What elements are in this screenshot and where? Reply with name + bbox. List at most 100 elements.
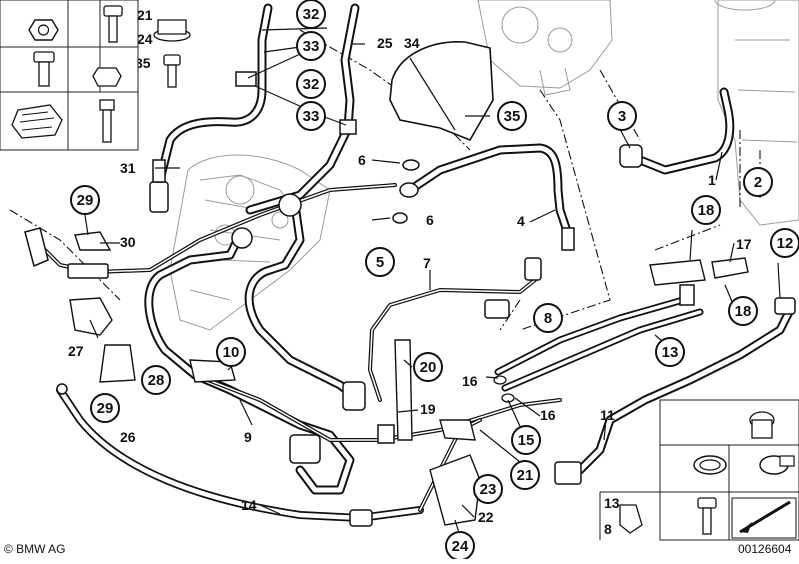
callout-23: 23 [473,474,503,504]
callout-3: 3 [607,101,637,131]
callout-29: 29 [70,185,100,215]
callout-35: 35 [497,101,527,131]
part-label-6: 6 [426,212,434,228]
callout-number: 29 [97,400,114,417]
callout-circle [691,195,721,225]
part-label-22: 22 [478,509,494,525]
clip-13-icon [619,504,643,534]
callout-number: 23 [480,481,497,498]
callout-circle [497,101,527,131]
callout-21: 21 [510,460,540,490]
hose-lines [28,3,795,522]
grid-label-35: 35 [135,55,151,71]
callout-18: 18 [691,195,721,225]
callout-29: 29 [90,393,120,423]
callout-number: 32 [303,76,320,93]
callout-circle [70,185,100,215]
callout-18: 18 [728,296,758,326]
callout-number: 32 [303,6,320,23]
callout-32: 32 [296,69,326,99]
part-label-30: 30 [120,234,136,250]
part-label-6: 6 [358,152,366,168]
callout-circle [296,101,326,131]
bolt-35-icon [163,54,181,88]
grid-label-8: 8 [604,521,612,537]
callout-number: 5 [376,254,384,271]
callout-2: 2 [743,167,773,197]
callout-33: 33 [296,31,326,61]
part-label-4: 4 [517,213,525,229]
hose-clamp-2-icon [759,455,795,475]
part-label-27: 27 [68,343,84,359]
part-label-31: 31 [120,160,136,176]
nut-29-icon [92,67,122,87]
grid-label-24: 24 [137,31,153,47]
nut-18-icon [28,19,59,41]
callout-circle [728,296,758,326]
callout-5: 5 [365,247,395,277]
callout-number: 13 [662,344,679,361]
callout-12: 12 [770,228,799,258]
part-label-16: 16 [540,407,556,423]
callout-circle [141,365,171,395]
callout-circle [296,0,326,29]
parts-grid-left [0,0,191,151]
callout-8: 8 [533,303,563,333]
callout-number: 18 [698,202,715,219]
reference-arrow-icon [731,497,797,539]
plug-15-icon [749,411,775,439]
callout-number: 8 [544,310,552,327]
part-label-14: 14 [241,497,257,513]
reservoir-sketch [714,0,799,226]
callout-circle [90,393,120,423]
callout-circle [296,69,326,99]
sleeve-32-icon [99,99,115,143]
brand-footer: © BMW AG [4,542,66,556]
part-label-25: 25 [377,35,393,51]
callout-20: 20 [413,352,443,382]
grid-label-21: 21 [137,7,153,23]
callout-circle [510,460,540,490]
callout-number: 24 [452,538,469,555]
callout-circle [473,474,503,504]
grid-label-13: 13 [604,495,620,511]
callout-13: 13 [655,337,685,367]
callout-number: 29 [77,192,94,209]
part-label-26: 26 [120,429,136,445]
callout-number: 21 [517,467,534,484]
callout-number: 33 [303,38,320,55]
callout-number: 2 [754,174,762,191]
callout-24: 24 [445,531,475,561]
callout-number: 12 [777,235,794,252]
parts-grid-right [599,399,799,541]
callout-33: 33 [296,101,326,131]
callout-circle [655,337,685,367]
callout-circle [743,167,773,197]
callout-10: 10 [216,337,246,367]
callout-circle [770,228,799,258]
callout-32: 32 [296,0,326,29]
part-label-34: 34 [404,35,420,51]
callout-15: 15 [511,425,541,455]
callout-number: 3 [618,108,626,125]
power-steering-pump-sketch [477,0,613,96]
callout-number: 15 [518,432,535,449]
part-label-7: 7 [423,255,431,271]
callout-circle [413,352,443,382]
callout-circle [607,101,637,131]
part-label-19: 19 [420,401,436,417]
part-label-9: 9 [244,429,252,445]
callout-circle [296,31,326,61]
bolt-28-icon [33,51,55,87]
bolt-10-icon [697,497,717,535]
part-label-17: 17 [736,236,752,252]
callout-number: 18 [735,303,752,320]
diagram-code: 00126604 [738,542,792,556]
callout-28: 28 [141,365,171,395]
part-label-11: 11 [600,407,615,423]
callout-number: 33 [303,108,320,125]
hose-clamp-12-icon [693,455,727,475]
callout-number: 20 [420,359,437,376]
